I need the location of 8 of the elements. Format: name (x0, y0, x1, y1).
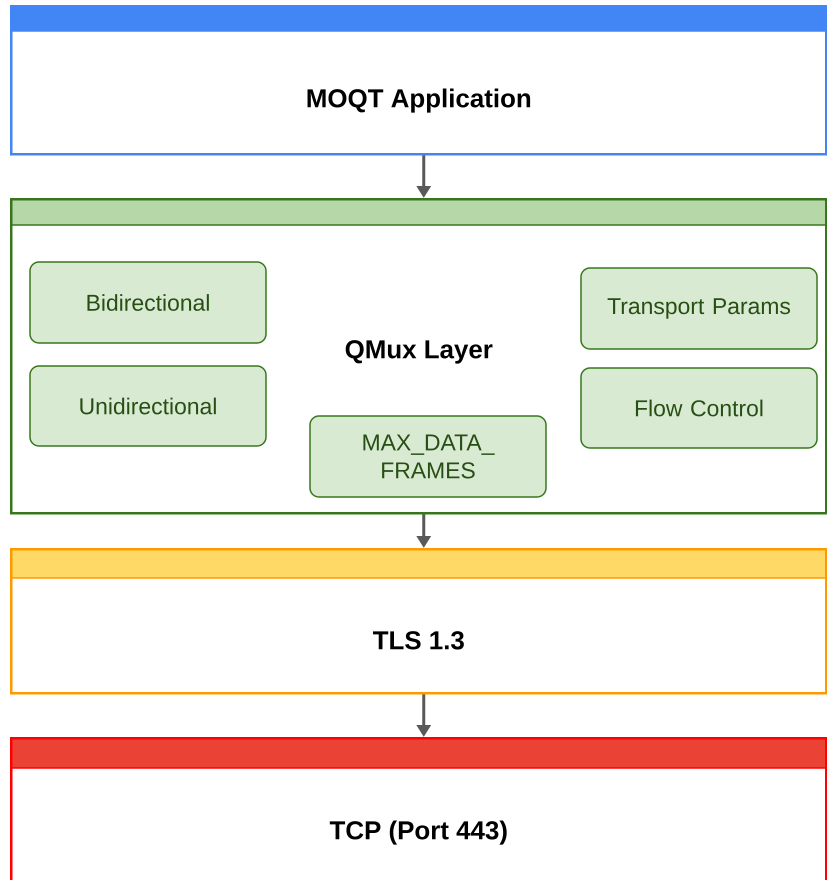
layer-box: MOQT Application (10, 5, 827, 156)
component-box: Unidirectional (29, 365, 267, 447)
component-box: Flow Control (580, 367, 818, 449)
layer-box: TLS 1.3 (10, 548, 827, 694)
component-box: Transport Params (580, 267, 818, 350)
component-box: MAX_DATA_ FRAMES (309, 415, 547, 498)
layer-box: TCP (Port 443) (10, 737, 827, 880)
component-box: Bidirectional (29, 261, 267, 344)
